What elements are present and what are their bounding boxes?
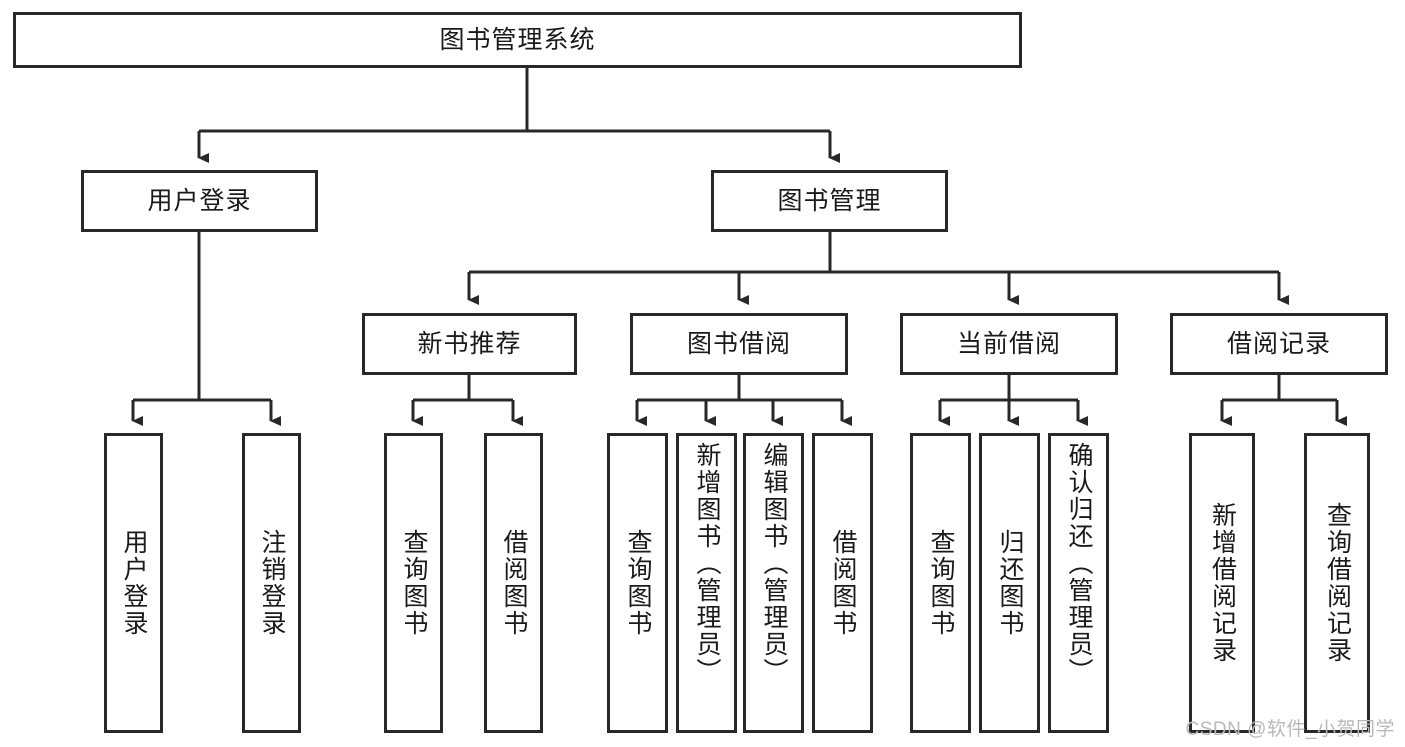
node-new-book-recommend[interactable]: 新书推荐 [362, 313, 577, 375]
node-label: 用户登录 [147, 186, 252, 215]
node-label: 借阅图书 [500, 529, 528, 637]
node-book-borrow[interactable]: 图书借阅 [630, 313, 848, 375]
node-label: 新增借阅记录 [1208, 502, 1237, 664]
node-leaf-user-login[interactable]: 用户登录 [104, 433, 163, 733]
node-root-book-management-system[interactable]: 图书管理系统 [13, 12, 1022, 68]
node-leaf-query-book-current[interactable]: 查询图书 [910, 433, 971, 733]
node-leaf-add-book-admin[interactable]: 新增图书（管理员） [676, 433, 737, 733]
node-borrow-record[interactable]: 借阅记录 [1170, 313, 1388, 375]
node-leaf-borrow-book[interactable]: 借阅图书 [812, 433, 873, 733]
node-leaf-add-borrow-record[interactable]: 新增借阅记录 [1189, 433, 1255, 733]
node-label: 借阅图书 [829, 529, 857, 637]
node-label: 当前借阅 [956, 329, 1061, 358]
node-label: 查询借阅记录 [1323, 502, 1352, 664]
node-leaf-query-borrow-record[interactable]: 查询借阅记录 [1304, 433, 1370, 733]
node-label: 归还图书 [996, 529, 1024, 637]
node-leaf-return-book[interactable]: 归还图书 [979, 433, 1040, 733]
node-leaf-logout[interactable]: 注销登录 [242, 433, 301, 733]
node-leaf-confirm-return-admin[interactable]: 确认归还（管理员） [1048, 433, 1109, 733]
node-leaf-borrow-book-recommend[interactable]: 借阅图书 [484, 433, 543, 733]
node-label: 图书管理系统 [439, 25, 596, 54]
node-user-login[interactable]: 用户登录 [81, 170, 318, 232]
node-leaf-edit-book-admin[interactable]: 编辑图书（管理员） [743, 433, 804, 733]
node-label: 注销登录 [258, 529, 286, 637]
node-label: 查询图书 [400, 529, 428, 637]
node-label: 确认归还（管理员） [1065, 442, 1093, 685]
node-label: 编辑图书（管理员） [760, 442, 788, 685]
node-label: 借阅记录 [1226, 329, 1331, 358]
node-label: 图书借阅 [686, 329, 791, 358]
node-label: 用户登录 [120, 529, 148, 637]
node-label: 查询图书 [927, 529, 955, 637]
node-current-borrow[interactable]: 当前借阅 [900, 313, 1118, 375]
node-label: 图书管理 [777, 186, 882, 215]
node-label: 新书推荐 [417, 329, 522, 358]
node-label: 查询图书 [624, 529, 652, 637]
node-book-management[interactable]: 图书管理 [711, 170, 948, 232]
node-label: 新增图书（管理员） [693, 442, 721, 685]
node-leaf-query-book-borrow[interactable]: 查询图书 [607, 433, 668, 733]
node-leaf-query-book-recommend[interactable]: 查询图书 [384, 433, 443, 733]
